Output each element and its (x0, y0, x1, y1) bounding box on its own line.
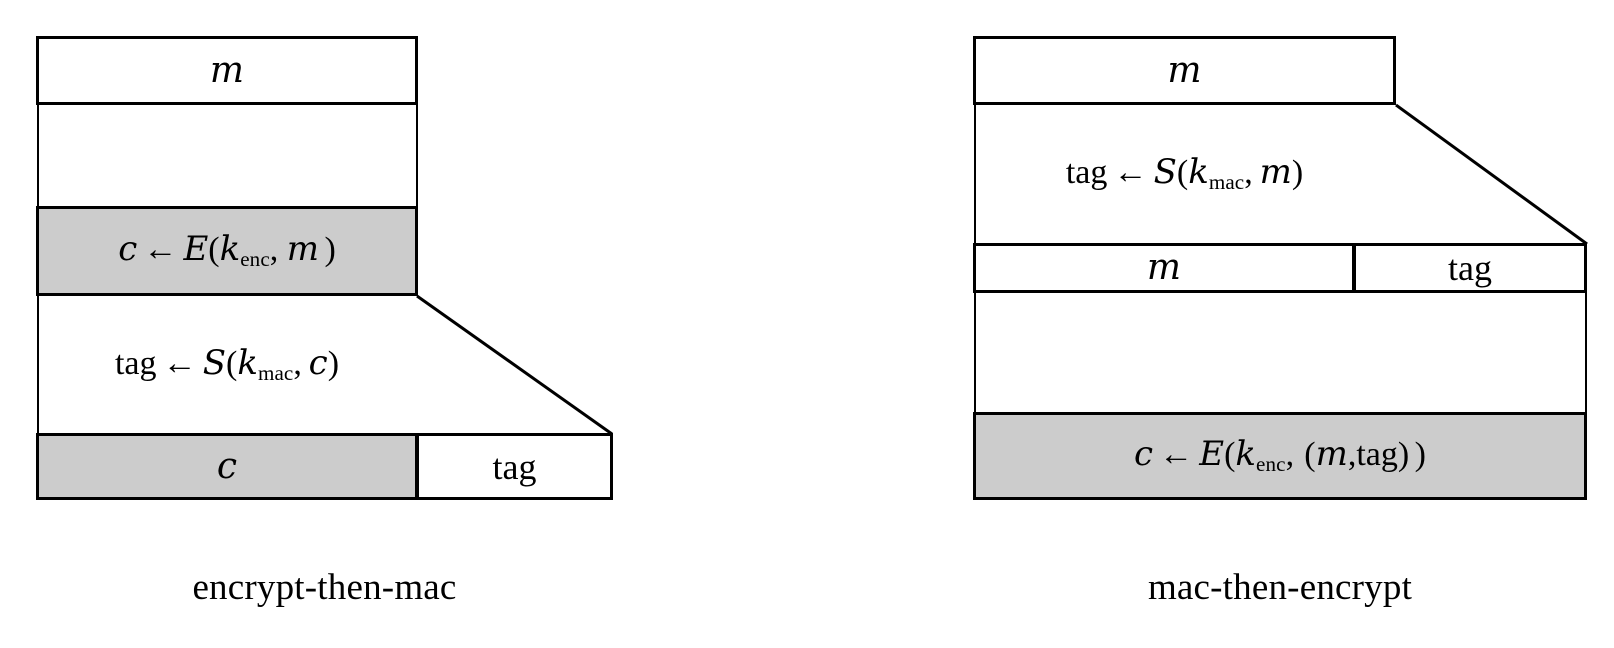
etm-encrypt-lhs: c (118, 229, 138, 270)
etm-stem-right-1 (416, 105, 418, 206)
etm-encrypt-comma: , (269, 231, 287, 269)
etm-mac-step-label: tag←S(kmac, c) (36, 296, 418, 433)
etm-encrypt-paren-open: ( (208, 231, 220, 269)
etm-plaintext-label: m (209, 49, 245, 91)
etm-output-tag-label: tag (492, 446, 537, 487)
etm-mac-paren-close: ) (327, 344, 340, 382)
etm-encrypt-key-subscript: enc (240, 246, 270, 271)
mte-mac-formula: tag←S(kmac, m) (1066, 155, 1303, 193)
mte-mac-comma: , (1244, 154, 1260, 192)
etm-encrypt-paren-close: ) (324, 231, 336, 269)
mte-mac-paren-open: ( (1176, 154, 1189, 192)
mte-mac-arg: m (1259, 152, 1292, 193)
mte-encrypt-arg-paren-open: ( (1304, 436, 1316, 474)
etm-caption: encrypt-then-mac (192, 567, 457, 608)
mte-stem-right-2 (1585, 293, 1587, 412)
etm-output-ciphertext-label: c (216, 445, 238, 487)
etm-encrypt-arrow: ← (143, 231, 178, 269)
etm-output-tag-box: tag (416, 433, 613, 500)
mte-encrypt-lhs: c (1134, 434, 1154, 475)
mte-mac-lhs: tag (1065, 154, 1108, 192)
mte-mac-step-label: tag←S(kmac, m) (973, 105, 1396, 243)
mte-diagonal-connector (1395, 103, 1588, 246)
etm-output-ciphertext-box: c (36, 433, 418, 500)
mte-encrypt-arg-paren-close: ) (1397, 436, 1410, 474)
etm-encrypt-box: c←E(kenc, m) (36, 206, 418, 296)
mte-encrypt-arg-tag: tag (1356, 436, 1398, 474)
etm-plaintext-box: m (36, 36, 418, 105)
mte-encrypt-arrow: ← (1159, 436, 1194, 474)
mte-plaintext-label: m (1167, 49, 1202, 91)
mte-encrypt-arg-message: m (1315, 434, 1348, 475)
etm-mac-lhs: tag (114, 344, 157, 382)
mte-mac-func: S (1153, 152, 1177, 193)
etm-stem-left-2 (37, 296, 39, 433)
mte-encrypt-key: k (1235, 434, 1257, 475)
etm-mac-formula: tag←S(kmac, c) (115, 346, 339, 384)
mte-encrypt-arg-comma: , (1347, 436, 1357, 474)
mte-mac-arrow: ← (1113, 154, 1148, 192)
mte-encrypt-key-subscript: enc (1256, 451, 1286, 476)
mte-encrypt-formula: c←E(kenc,(m,tag)) (1134, 437, 1426, 475)
mte-plaintext-box: m (973, 36, 1396, 105)
mte-mac-key-subscript: mac (1208, 169, 1245, 194)
etm-mac-key-subscript: mac (257, 360, 294, 385)
mte-message-box: m (973, 243, 1355, 293)
mte-message-label: m (1146, 247, 1182, 288)
etm-mac-key: k (237, 342, 258, 383)
etm-encrypt-key: k (219, 229, 241, 270)
etm-encrypt-formula: c←E(kenc, m) (118, 232, 336, 270)
mte-encrypt-func: E (1199, 434, 1225, 475)
etm-mac-func: S (202, 342, 227, 383)
mte-encrypt-paren-open: ( (1224, 436, 1236, 474)
etm-encrypt-arg: m (286, 229, 320, 270)
etm-stem-left-1 (37, 105, 39, 206)
etm-diagonal-connector (416, 294, 613, 436)
mte-caption: mac-then-encrypt (1147, 567, 1413, 608)
mte-tag-label: tag (1448, 248, 1492, 288)
etm-mac-arg: c (308, 342, 328, 383)
etm-mac-paren-open: ( (226, 344, 238, 382)
etm-mac-comma: , (293, 344, 309, 382)
mte-encrypt-comma: , (1285, 436, 1295, 474)
mte-mac-key: k (1188, 152, 1209, 193)
etm-encrypt-func: E (183, 229, 209, 270)
mte-stem-left-1 (974, 105, 976, 243)
mte-encrypt-paren-close: ) (1414, 436, 1426, 474)
mte-mac-paren-close: ) (1291, 154, 1304, 192)
etm-mac-arrow: ← (162, 344, 197, 382)
mte-encrypt-box: c←E(kenc,(m,tag)) (973, 412, 1587, 500)
mte-stem-left-2 (974, 293, 976, 412)
mte-tag-box: tag (1353, 243, 1587, 293)
